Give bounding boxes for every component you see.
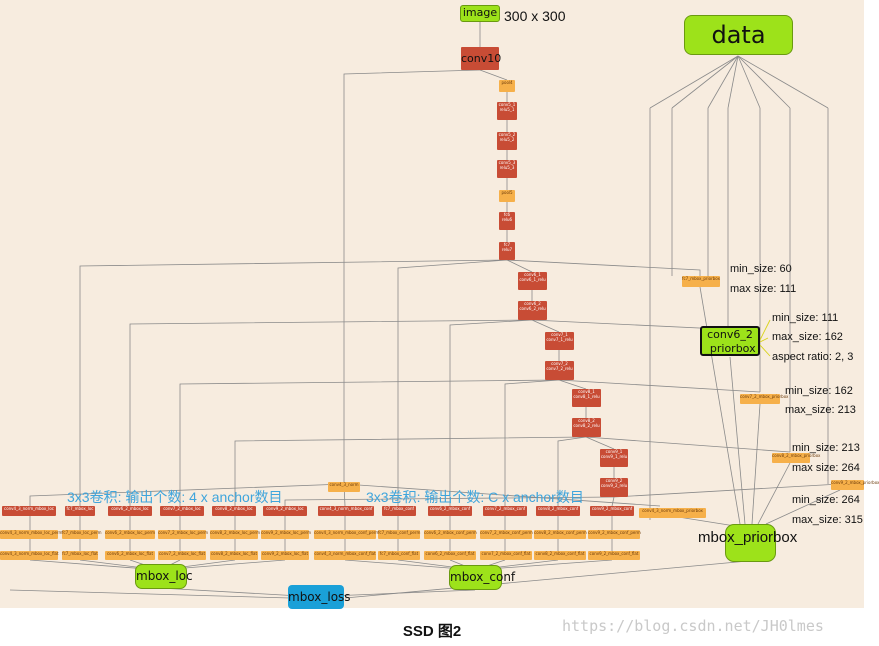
network-graph-canvas: image 300 x 300 data conv10 pool4 conv5_… bbox=[0, 0, 879, 609]
conf-conv-node[interactable]: conv4_3_norm_mbox_conf bbox=[318, 506, 374, 516]
conv6-2-layer[interactable]: conv6_2 conv6_2_relu bbox=[518, 301, 547, 320]
connection-lines bbox=[9, 22, 841, 599]
conf-perm-node[interactable]: conv4_3_norm_mbox_conf_perm bbox=[314, 530, 379, 539]
loc-perm-node[interactable]: conv9_2_mbox_loc_perm bbox=[261, 530, 311, 539]
figure-caption: SSD 图2 bbox=[402, 623, 462, 640]
priorbox-param: max_size: 315 bbox=[792, 514, 863, 526]
loc-conv-node[interactable]: fc7_mbox_loc bbox=[65, 506, 95, 516]
conf-flat-node[interactable]: conv7_2_mbox_conf_flat bbox=[480, 551, 532, 560]
mbox-priorbox-node[interactable] bbox=[725, 524, 776, 562]
conv8-1-layer[interactable]: conv8_1 conv8_1_relu bbox=[572, 389, 601, 407]
priorbox-param: aspect ratio: 2, 3 bbox=[772, 351, 854, 363]
loc-conv-node[interactable]: conv6_2_mbox_loc bbox=[108, 506, 152, 516]
conv9-2-priorbox-node[interactable]: conv9_2_mbox_priorbox bbox=[831, 480, 879, 490]
image-input-node[interactable]: image bbox=[460, 5, 500, 22]
mbox-loss-node[interactable]: mbox_loss bbox=[288, 585, 351, 609]
conv6-2-priorbox-node[interactable]: conv6_2 _priorbox bbox=[700, 326, 760, 356]
conf-conv-node[interactable]: conv9_2_mbox_conf bbox=[590, 506, 634, 516]
conv7-2-priorbox-node[interactable]: conv7_2_mbox_priorbox bbox=[740, 394, 788, 404]
conf-flat-node[interactable]: conv4_3_norm_mbox_conf_flat bbox=[314, 551, 376, 560]
conf-conv-node[interactable]: conv6_2_mbox_conf bbox=[428, 506, 472, 516]
loc-flat-node[interactable]: fc7_mbox_loc_flat bbox=[62, 551, 98, 560]
watermark: https://blog.csdn.net/JH0lmes bbox=[562, 617, 824, 635]
conv4-3-norm-priorbox-node[interactable]: conv4_3_norm_mbox_priorbox bbox=[639, 508, 706, 518]
priorbox-param: min_size: 60 bbox=[730, 263, 792, 275]
priorbox-param: min_size: 213 bbox=[792, 442, 860, 454]
loc-annotation: 3x3卷积: 输出个数: 4 x anchor数目 bbox=[67, 489, 283, 505]
fc7-priorbox-node[interactable]: fc7_mbox_priorbox bbox=[682, 276, 720, 287]
conf-perm-node[interactable]: conv8_2_mbox_conf_perm bbox=[534, 530, 587, 539]
conf-flat-node[interactable]: conv9_2_mbox_conf_flat bbox=[588, 551, 640, 560]
loc-flat-node[interactable]: conv9_2_mbox_loc_flat bbox=[261, 551, 309, 560]
conf-conv-node[interactable]: fc7_mbox_conf bbox=[382, 506, 416, 516]
conf-conv-node[interactable]: conv8_2_mbox_conf bbox=[536, 506, 580, 516]
loc-flat-node[interactable]: conv6_2_mbox_loc_flat bbox=[105, 551, 155, 560]
priorbox-param: max_size: 162 bbox=[772, 331, 843, 343]
mbox-conf-node[interactable]: mbox_conf bbox=[449, 565, 515, 590]
conf-perm-node[interactable]: conv7_2_mbox_conf_perm bbox=[480, 530, 533, 539]
pool5-blob[interactable]: pool5 bbox=[499, 190, 515, 202]
loc-perm-node[interactable]: fc7_mbox_loc_perm bbox=[62, 530, 102, 539]
conv5-1-layer[interactable]: conv5_1 relu5_1 bbox=[497, 102, 517, 120]
mbox-loc-node[interactable]: mbox_loc bbox=[135, 564, 193, 589]
conf-flat-node[interactable]: conv6_2_mbox_conf_flat bbox=[424, 551, 476, 560]
conv8-2-priorbox-node[interactable]: conv8_2_mbox_priorbox bbox=[772, 453, 820, 463]
loc-perm-node[interactable]: conv8_2_mbox_loc_perm bbox=[210, 530, 260, 539]
conf-perm-node[interactable]: conv6_2_mbox_conf_perm bbox=[424, 530, 477, 539]
conv5-2-layer[interactable]: conv5_2 relu5_2 bbox=[497, 132, 517, 150]
priorbox-param: max size: 264 bbox=[792, 462, 860, 474]
input-size-label: 300 x 300 bbox=[504, 8, 566, 24]
conf-annotation: 3x3卷积: 输出个数: C x anchor数目 bbox=[366, 489, 584, 505]
loc-perm-node[interactable]: conv7_2_mbox_loc_perm bbox=[158, 530, 208, 539]
loc-conv-node[interactable]: conv9_2_mbox_loc bbox=[263, 506, 307, 516]
loc-flat-node[interactable]: conv8_2_mbox_loc_flat bbox=[210, 551, 258, 560]
loc-conv-node[interactable]: conv7_2_mbox_loc bbox=[160, 506, 204, 516]
loc-flat-node[interactable]: conv4_3_norm_mbox_loc_flat bbox=[0, 551, 59, 560]
conv7-2-layer[interactable]: conv7_2 conv7_2_relu bbox=[545, 361, 574, 380]
priorbox-param: min_size: 162 bbox=[785, 385, 853, 397]
conv4-3-norm-blob[interactable]: conv4_3_norm bbox=[328, 482, 360, 492]
priorbox-param: max_size: 213 bbox=[785, 404, 856, 416]
loc-conv-node[interactable]: conv4_3_norm_mbox_loc bbox=[2, 506, 56, 516]
loc-perm-node[interactable]: conv4_3_norm_mbox_loc_perm bbox=[0, 530, 62, 539]
fc6-layer[interactable]: fc6 relu6 bbox=[499, 212, 515, 230]
conv9-2-layer[interactable]: conv9_2 conv9_2_relu bbox=[600, 478, 628, 497]
priorbox-param: min_size: 111 bbox=[772, 312, 839, 324]
pool4-blob[interactable]: pool4 bbox=[499, 80, 515, 92]
loc-conv-node[interactable]: conv8_2_mbox_loc bbox=[212, 506, 256, 516]
loc-perm-node[interactable]: conv6_2_mbox_loc_perm bbox=[105, 530, 155, 539]
conv5-3-layer[interactable]: conv5_3 relu5_3 bbox=[497, 160, 517, 178]
conf-perm-node[interactable]: conv9_2_mbox_conf_perm bbox=[588, 530, 641, 539]
priorbox-param: max size: 111 bbox=[730, 283, 797, 295]
conf-flat-node[interactable]: conv8_2_mbox_conf_flat bbox=[534, 551, 586, 560]
data-node[interactable]: data bbox=[684, 15, 793, 55]
conv7-1-layer[interactable]: conv7_1 conv7_1_relu bbox=[545, 332, 574, 350]
conv6-1-layer[interactable]: conv6_1 conv6_1_relu bbox=[518, 272, 547, 290]
conf-flat-node[interactable]: fc7_mbox_conf_flat bbox=[378, 551, 420, 560]
conf-perm-node[interactable]: fc7_mbox_conf_perm bbox=[378, 530, 420, 539]
mbox-priorbox-label: mbox_priorbox bbox=[698, 529, 798, 546]
conv9-1-layer[interactable]: conv9_1 conv9_1_relu bbox=[600, 449, 628, 467]
conf-conv-node[interactable]: conv7_2_mbox_conf bbox=[483, 506, 527, 516]
priorbox-param: min_size: 264 bbox=[792, 494, 860, 506]
fc7-layer[interactable]: fc7 relu7 bbox=[499, 242, 515, 260]
loc-flat-node[interactable]: conv7_2_mbox_loc_flat bbox=[158, 551, 206, 560]
conv8-2-layer[interactable]: conv8_2 conv8_2_relu bbox=[572, 418, 601, 437]
conv10-layer[interactable]: conv10 bbox=[461, 47, 501, 70]
